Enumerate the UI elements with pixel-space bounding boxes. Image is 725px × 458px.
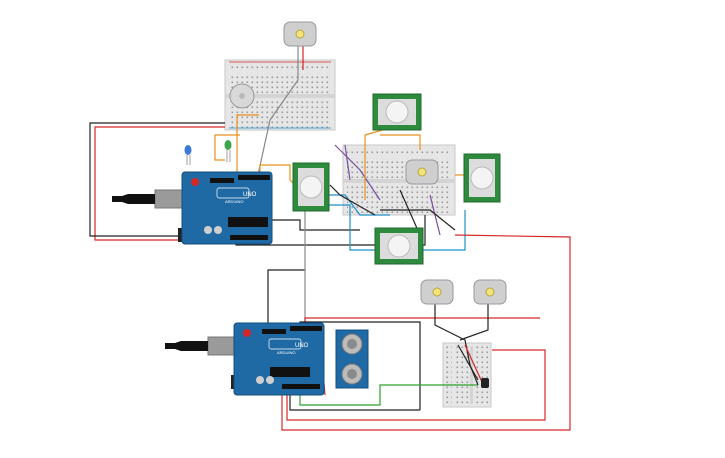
ultrasonic-sensor xyxy=(335,329,369,389)
digital-header xyxy=(290,326,322,331)
board-label-uno: UNO xyxy=(243,192,257,198)
analog-header xyxy=(282,384,320,389)
breadboard-top xyxy=(224,59,336,131)
transistor xyxy=(481,378,489,388)
pir-sensor-1 xyxy=(372,93,422,131)
digital-header xyxy=(238,175,270,180)
board-label-arduino: ARDUINO xyxy=(277,350,295,355)
atmega-chip xyxy=(228,217,268,227)
piezo-buzzer xyxy=(229,83,255,109)
breadboard-bottom xyxy=(442,342,492,408)
usb-connector xyxy=(154,189,186,209)
pir-sensor-3 xyxy=(463,153,501,203)
pir-sensor-2 xyxy=(292,162,330,212)
atmega-chip xyxy=(270,367,310,377)
dc-motor-1 xyxy=(283,21,317,47)
dc-motor-2 xyxy=(405,159,439,185)
led-blue xyxy=(184,145,192,165)
usb-cable xyxy=(112,194,155,204)
reset-button xyxy=(243,329,251,337)
arduino-uno-bottom: UNO ARDUINO xyxy=(165,322,325,396)
analog-header xyxy=(230,235,268,240)
led-green xyxy=(224,140,232,162)
reset-button xyxy=(191,178,199,186)
board-label-arduino: ARDUINO xyxy=(225,199,243,204)
arduino-uno-top: UNO ARDUINO xyxy=(112,171,273,245)
usb-cable xyxy=(165,341,208,351)
wires xyxy=(89,45,571,431)
board-label-uno: UNO xyxy=(295,343,309,349)
dc-motor-3 xyxy=(420,279,454,305)
dc-motor-4 xyxy=(473,279,507,305)
pir-sensor-4 xyxy=(374,227,424,265)
